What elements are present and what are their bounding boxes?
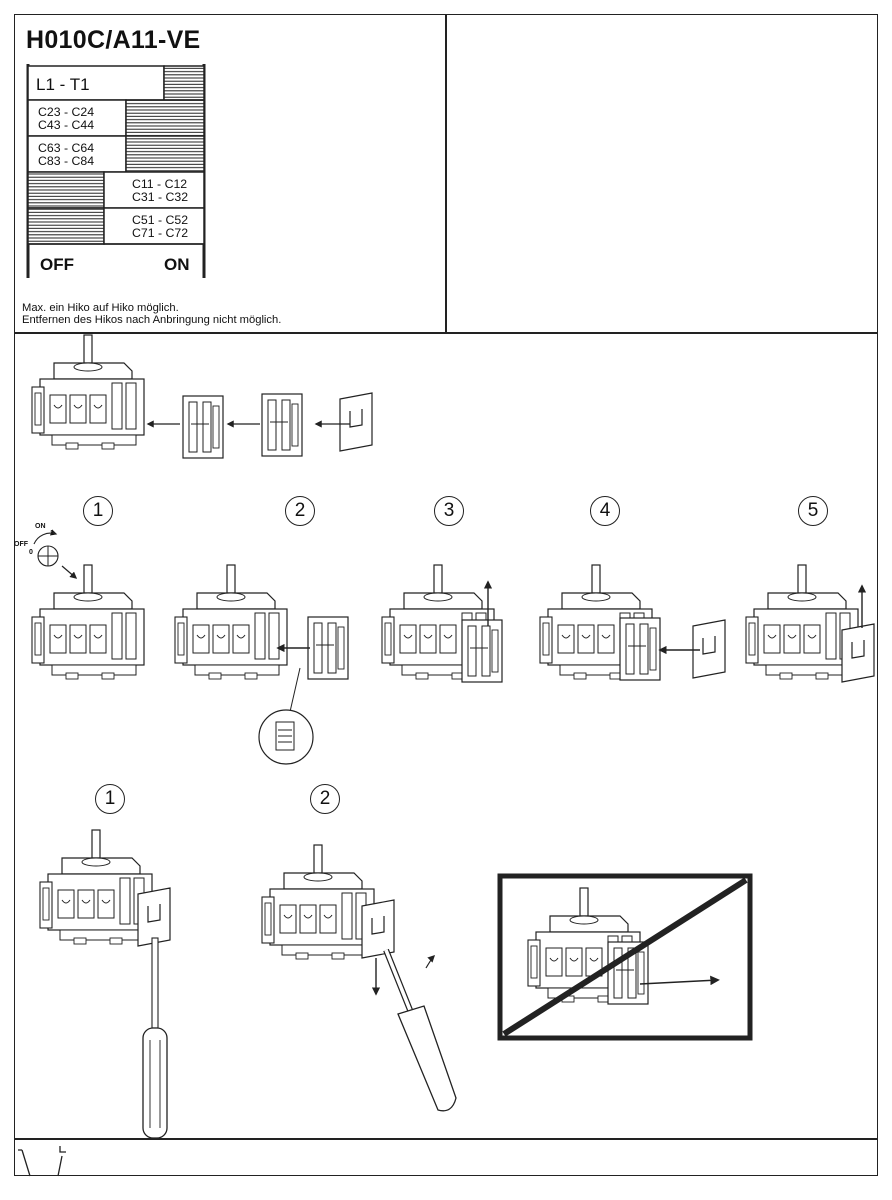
rotary-on-label: ON	[35, 523, 46, 530]
illustration-frame	[14, 332, 878, 1140]
rotary-indicator	[33, 529, 78, 579]
table-row-3-label-b: C83 - C84	[38, 154, 95, 168]
table-row-4-label-a: C11 - C12	[132, 177, 188, 191]
table-row-4-label-b: C31 - C32	[132, 190, 189, 204]
mount-step-2: 2	[285, 496, 315, 526]
rotary-off-label: OFF	[14, 541, 28, 548]
table-row-5-label-a: C51 - C52	[132, 213, 189, 227]
header-frame-left	[14, 14, 447, 334]
mount-step-5: 5	[798, 496, 828, 526]
mount-step-4: 4	[590, 496, 620, 526]
page-title: H010C/A11-VE	[26, 26, 201, 54]
table-on-label: ON	[164, 255, 190, 274]
remove-step-1: 1	[95, 784, 125, 814]
table-row-5-label-b: C71 - C72	[132, 226, 189, 240]
table-off-label: OFF	[40, 255, 74, 274]
rotary-zero-label: 0	[29, 549, 33, 556]
switching-table	[26, 64, 206, 278]
note-line-1: Max. ein Hiko auf Hiko möglich.	[22, 302, 179, 314]
rotary-one-label: 1	[50, 530, 54, 537]
mount-step-3: 3	[434, 496, 464, 526]
remove-step-2: 2	[310, 784, 340, 814]
mount-step-1: 1	[83, 496, 113, 526]
note-line-2: Entfernen des Hikos nach Anbringung nich…	[22, 314, 282, 326]
table-row-2-label-b: C43 - C44	[38, 118, 95, 132]
table-row-2-label-a: C23 - C24	[38, 105, 95, 119]
footer-frame	[14, 1138, 878, 1176]
table-row-3-label-a: C63 - C64	[38, 141, 95, 155]
table-row-1-label: L1 - T1	[36, 75, 90, 94]
header-frame-right	[445, 14, 878, 334]
